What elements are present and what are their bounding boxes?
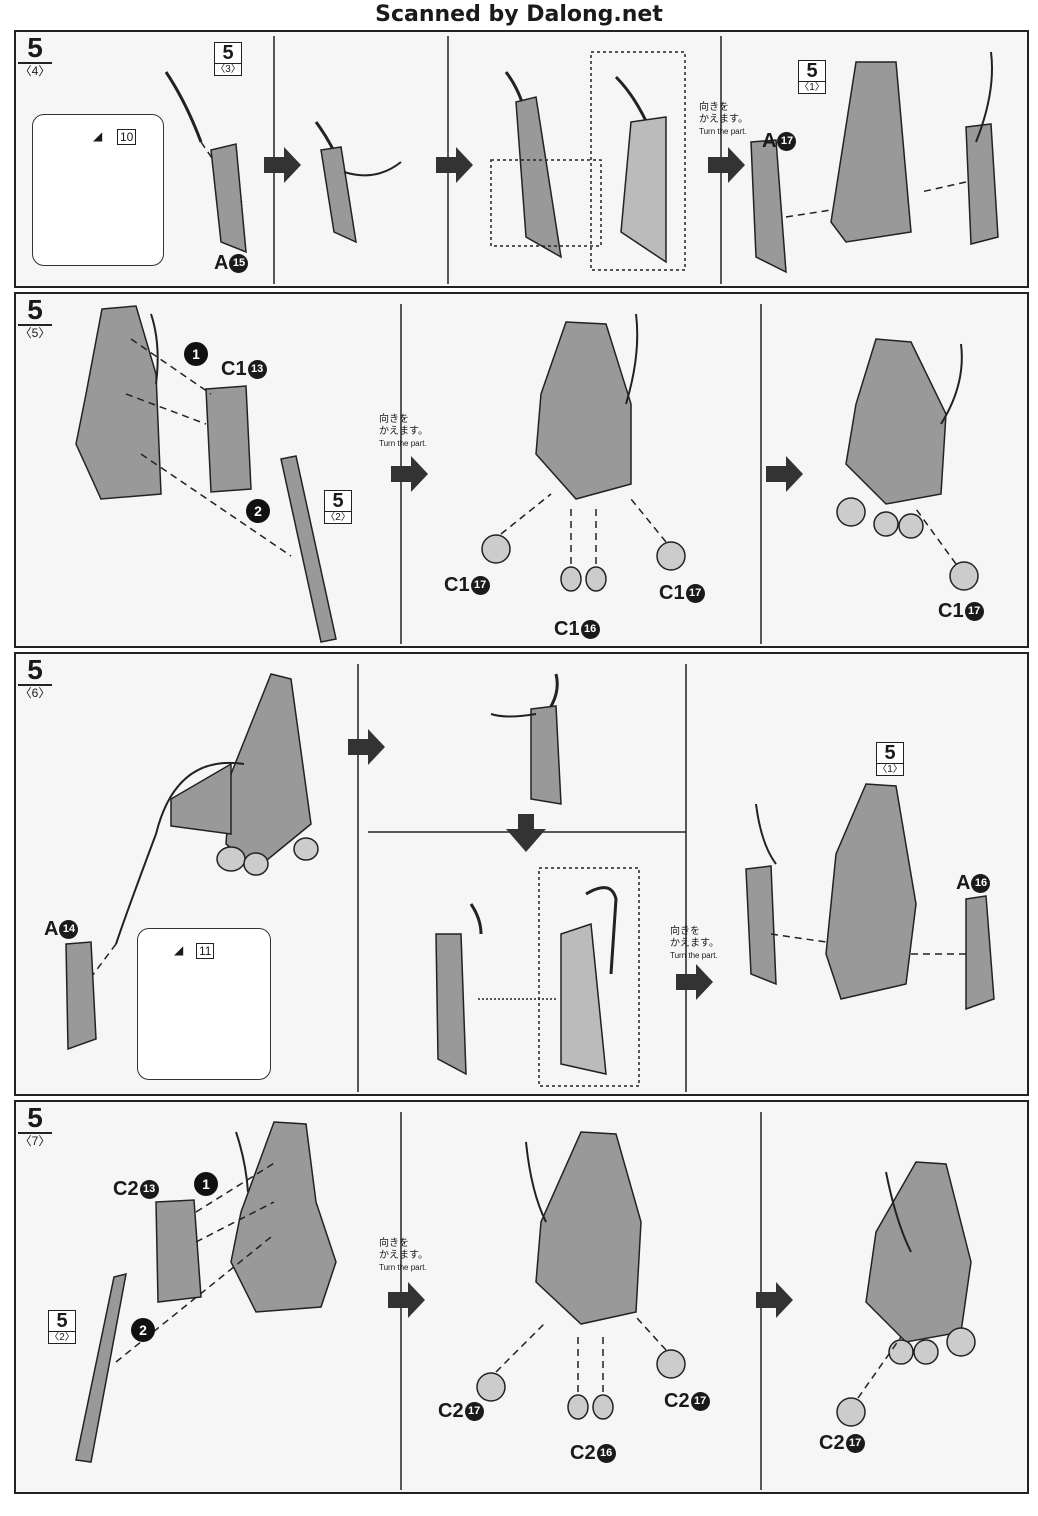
panel-2-illustration bbox=[75, 304, 979, 644]
order-marker: 2 bbox=[246, 499, 270, 523]
step-badge: 5 〈4〉 bbox=[18, 32, 52, 78]
ref-tag: 5〈1〉 bbox=[876, 742, 904, 776]
turn-note: 向きをかえます。 Turn the part. bbox=[379, 414, 428, 448]
step-badge: 5 〈7〉 bbox=[18, 1102, 52, 1148]
step-badge: 5 〈6〉 bbox=[18, 654, 52, 700]
ref-tag: 5〈2〉 bbox=[48, 1310, 76, 1344]
sticker-icon: ◢ bbox=[174, 943, 184, 957]
sticker-icon: ◢ bbox=[93, 129, 103, 143]
turn-note: 向きをかえます。 Turn the part. bbox=[379, 1238, 428, 1272]
panel-3-illustration bbox=[65, 664, 995, 1092]
callout-box: ◢ 11 bbox=[137, 928, 271, 1080]
turn-note: 向きをかえます。 Turn the part. bbox=[670, 926, 719, 960]
ref-tag: 5〈1〉 bbox=[798, 60, 826, 94]
ref-tag: 5〈2〉 bbox=[324, 490, 352, 524]
order-marker: 2 bbox=[131, 1318, 155, 1342]
panel-4-illustration bbox=[75, 1112, 976, 1490]
ref-tag: 5〈3〉 bbox=[214, 42, 242, 76]
callout-part-number: 11 bbox=[196, 943, 215, 959]
page-header: Scanned by Dalong.net bbox=[375, 2, 663, 27]
callout-box: ◢ 10 bbox=[32, 114, 164, 266]
callout-part-number: 10 bbox=[117, 129, 137, 145]
order-marker: 1 bbox=[194, 1172, 218, 1196]
turn-note: 向きをかえます。 Turn the part. bbox=[699, 102, 748, 136]
step-badge: 5 〈5〉 bbox=[18, 294, 52, 340]
panel-1-illustration bbox=[54, 36, 999, 284]
order-marker: 1 bbox=[184, 342, 208, 366]
